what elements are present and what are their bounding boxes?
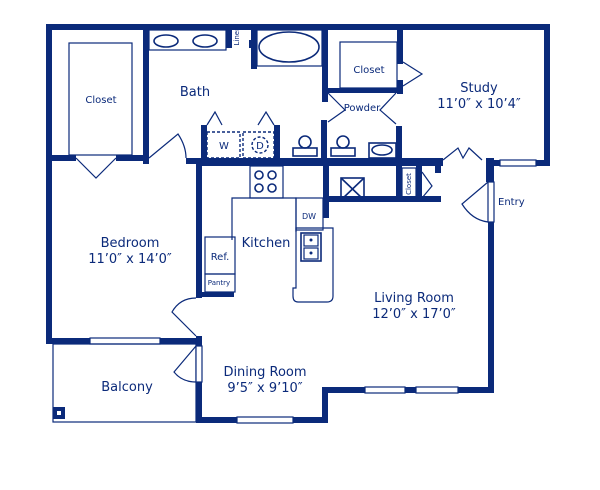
dining-room-dimensions: 9’5″ x 9’10″ bbox=[227, 381, 302, 396]
fixtures bbox=[68, 29, 417, 303]
pantry-label: Pantry bbox=[208, 279, 230, 287]
bedroom-label: Bedroom bbox=[101, 236, 160, 251]
bedroom-dimensions: 11’0″ x 14’0″ bbox=[88, 252, 172, 267]
kitchen-label: Kitchen bbox=[242, 236, 291, 251]
closet-master-label: Closet bbox=[85, 95, 116, 106]
dining-room-label: Dining Room bbox=[223, 365, 306, 380]
linen-label: Linen bbox=[233, 26, 241, 45]
balcony-label: Balcony bbox=[101, 380, 153, 395]
mechanical-x-icon bbox=[340, 177, 365, 201]
entry-label: Entry bbox=[498, 197, 525, 208]
toilet-icon bbox=[330, 135, 356, 157]
dishwasher-label: DW bbox=[302, 212, 316, 221]
powder-label: Powder bbox=[344, 103, 381, 114]
windows bbox=[89, 159, 537, 424]
bath-label: Bath bbox=[180, 85, 210, 100]
interior-walls bbox=[46, 24, 494, 346]
living-room-dimensions: 12’0″ x 17’0″ bbox=[372, 307, 456, 322]
refrigerator-label: Ref. bbox=[211, 252, 230, 263]
toilet-icon bbox=[292, 135, 318, 157]
balcony-outline bbox=[52, 343, 197, 423]
closet-entry-label: Closet bbox=[405, 173, 413, 195]
study-label: Study bbox=[460, 81, 498, 96]
living-room-label: Living Room bbox=[374, 291, 454, 306]
dryer-label: D bbox=[256, 141, 264, 152]
room-labels: Closet Bath Linen Closet Powder Study 11… bbox=[85, 26, 524, 396]
doors bbox=[75, 61, 495, 383]
washer-label: W bbox=[219, 141, 229, 152]
study-dimensions: 11’0″ x 10’4″ bbox=[437, 97, 521, 112]
closet-top-label: Closet bbox=[353, 65, 384, 76]
